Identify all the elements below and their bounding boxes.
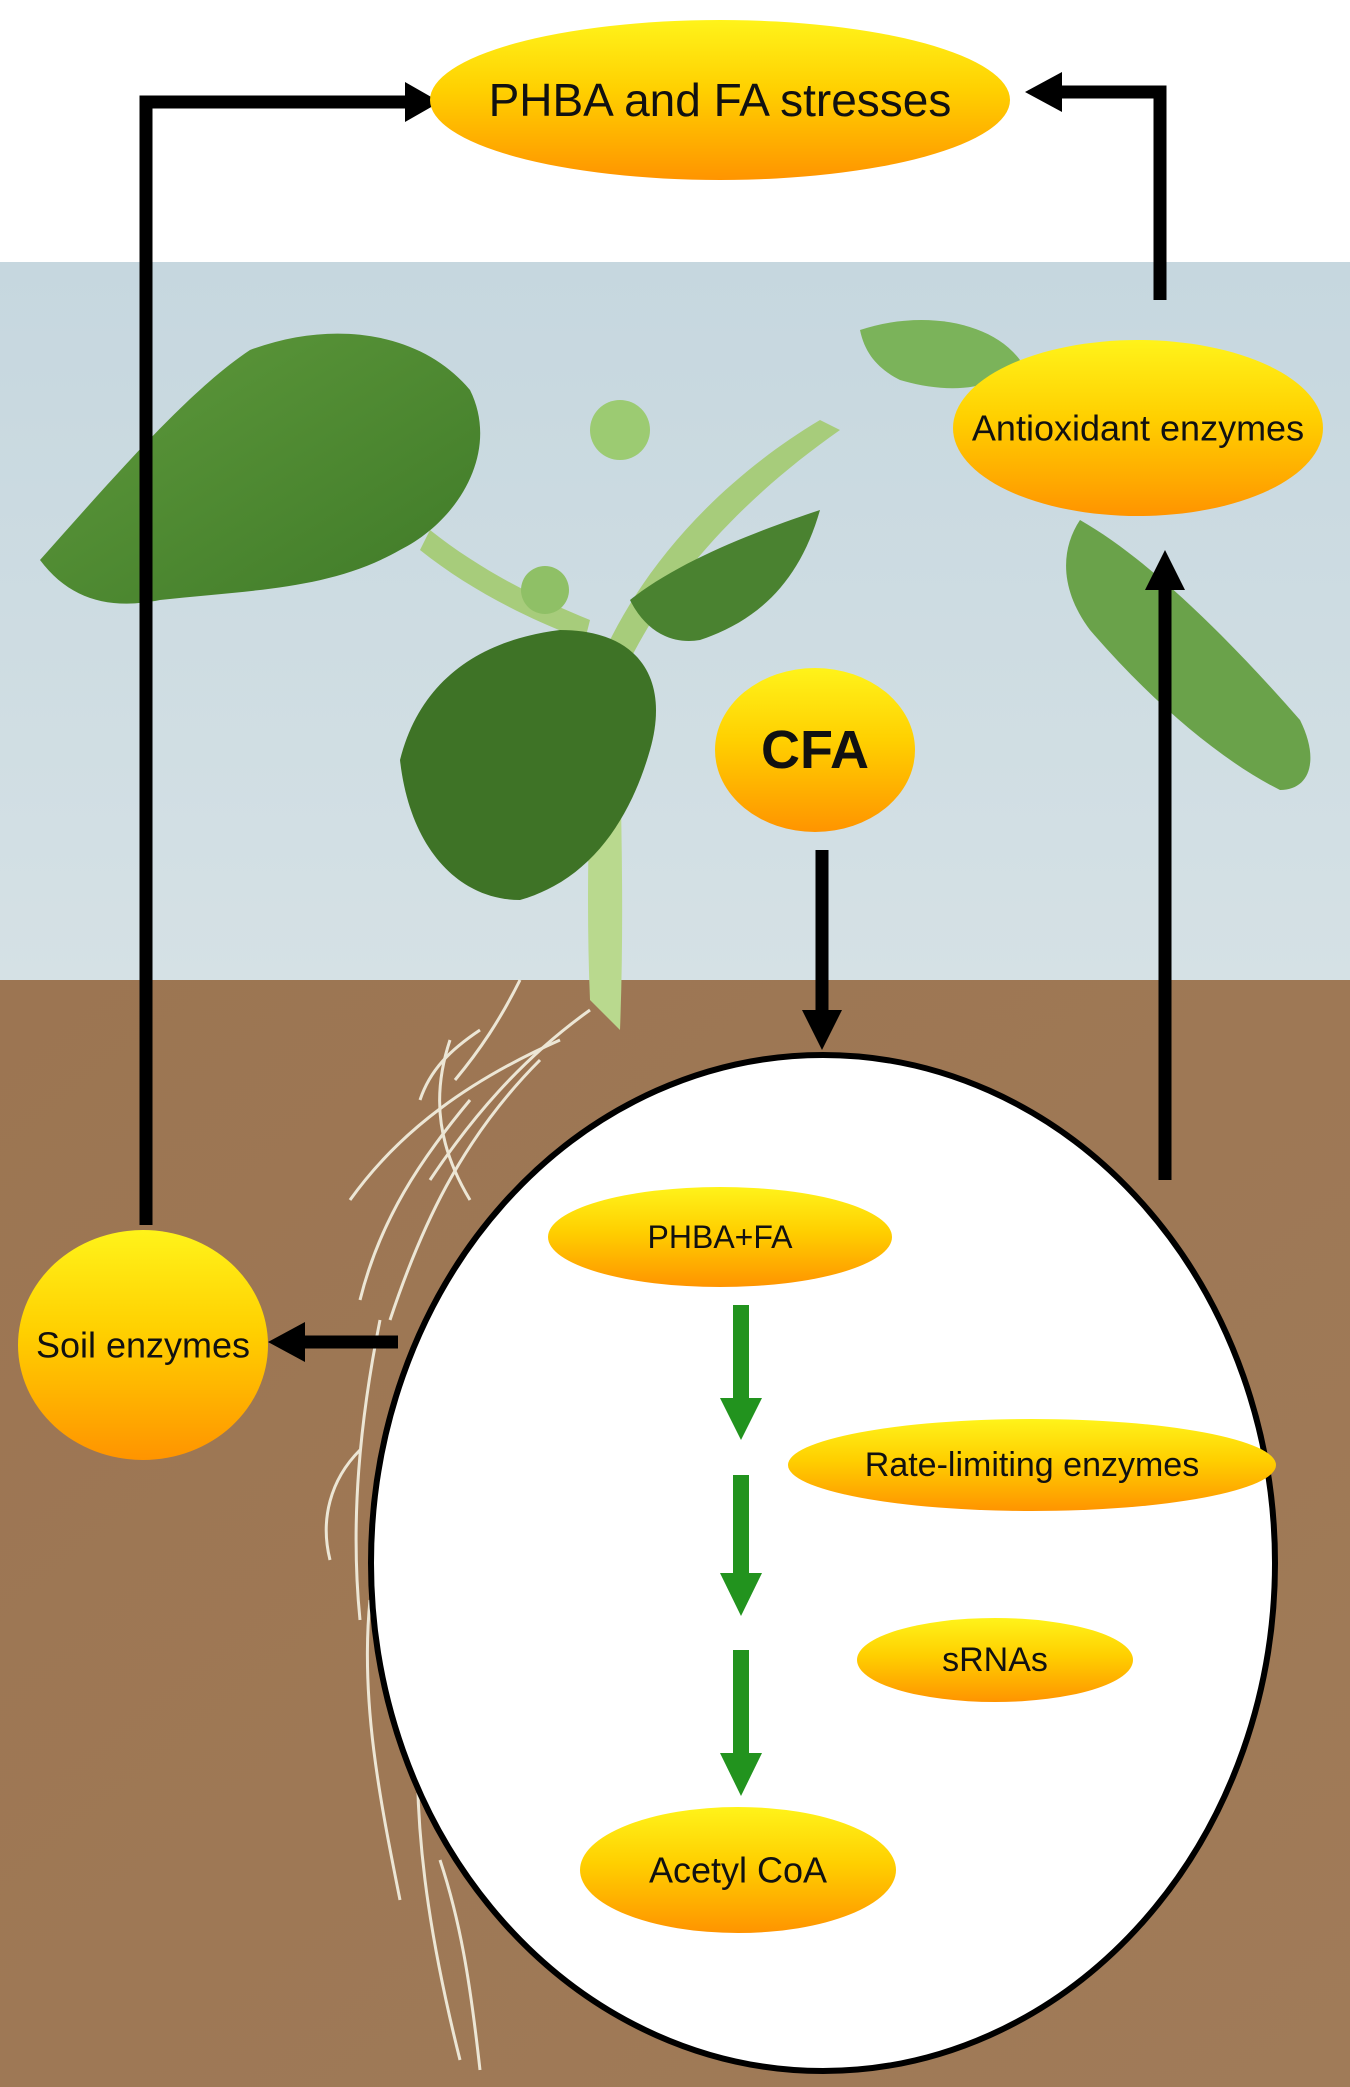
leaf-center xyxy=(400,630,656,900)
node-stresses: PHBA and FA stresses xyxy=(430,20,1010,180)
pathway-circle xyxy=(368,1052,1278,2074)
node-srnas-label: sRNAs xyxy=(942,1641,1048,1679)
node-rate-limiting: Rate-limiting enzymes xyxy=(788,1419,1276,1511)
feedback-arrows xyxy=(139,72,1185,1362)
arrow-head-cfa-to-circle xyxy=(802,1010,842,1050)
leaf-small xyxy=(630,510,820,641)
node-antioxidant: Antioxidant enzymes xyxy=(953,340,1323,516)
flower-bud xyxy=(590,400,650,460)
arrow-antioxidant-to-stresses xyxy=(1058,85,1167,300)
node-rate-limiting-label: Rate-limiting enzymes xyxy=(865,1446,1199,1484)
arrow-head-circle-to-soil xyxy=(268,1322,305,1362)
node-cfa: CFA xyxy=(715,668,915,832)
pathway-arrows xyxy=(720,1305,762,1796)
flower-bud-small xyxy=(521,566,569,614)
green-arrow-3-head xyxy=(720,1753,762,1796)
roots xyxy=(324,979,591,2071)
branch-stem xyxy=(610,420,840,660)
arrow-head-antioxidant-to-stresses xyxy=(1025,72,1062,112)
arrow-head-circle-to-antioxidant xyxy=(1145,550,1185,590)
leaf-top-right xyxy=(860,320,1020,389)
node-srnas: sRNAs xyxy=(857,1618,1133,1702)
green-arrow-3-shaft xyxy=(733,1650,749,1760)
node-antioxidant-label: Antioxidant enzymes xyxy=(972,408,1304,449)
node-acetyl-coa-label: Acetyl CoA xyxy=(649,1850,827,1891)
leaf-right xyxy=(1066,520,1311,790)
green-arrow-1-shaft xyxy=(733,1305,749,1405)
green-arrow-1-head xyxy=(720,1398,762,1440)
node-soil-label: Soil enzymes xyxy=(36,1325,250,1366)
node-stresses-label: PHBA and FA stresses xyxy=(489,74,952,126)
node-phba-fa: PHBA+FA xyxy=(548,1187,892,1287)
arrow-head-soil-to-stresses xyxy=(405,82,440,122)
green-arrow-2-head xyxy=(720,1573,762,1616)
arrow-soil-to-stresses xyxy=(139,95,410,1225)
green-arrow-2-shaft xyxy=(733,1475,749,1580)
node-cfa-label: CFA xyxy=(761,720,869,780)
node-phba-fa-label: PHBA+FA xyxy=(648,1219,794,1255)
node-soil: Soil enzymes xyxy=(18,1230,268,1460)
node-acetyl-coa: Acetyl CoA xyxy=(580,1807,896,1933)
